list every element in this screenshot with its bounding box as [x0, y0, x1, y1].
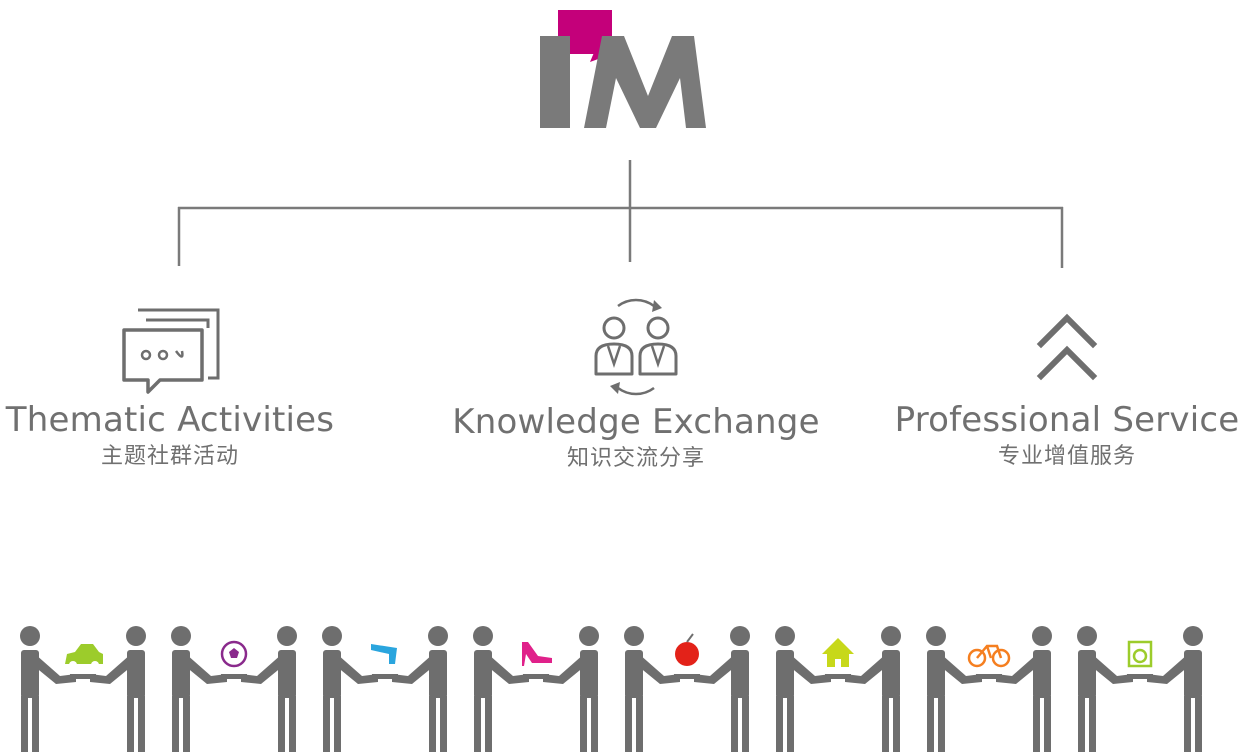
tray	[1127, 674, 1153, 679]
house-icon	[822, 638, 854, 667]
person-figure-icon	[543, 626, 599, 752]
exchange-pair	[926, 626, 1052, 752]
exchange-pair	[624, 626, 750, 752]
person-figure-icon	[624, 626, 680, 752]
hierarchy-connectors	[177, 160, 1064, 268]
person-figure-icon	[171, 626, 227, 752]
person-figure-icon	[473, 626, 529, 752]
pillar-title: Thematic Activities	[5, 400, 335, 440]
apple-icon	[675, 633, 699, 666]
people-exchange-icon	[594, 298, 678, 396]
person-figure-icon	[20, 626, 76, 752]
pillar-title: Knowledge Exchange	[452, 402, 820, 442]
bicycle-icon	[967, 644, 1011, 668]
person-figure-icon	[775, 626, 831, 752]
tray	[70, 674, 96, 679]
logo-letter-m	[584, 36, 706, 128]
pillar-thematic-activities: Thematic Activities 主题社群活动	[0, 300, 380, 472]
im-logo	[540, 10, 706, 128]
pillar-knowledge-exchange: Knowledge Exchange 知识交流分享	[426, 290, 846, 474]
person-figure-icon	[322, 626, 378, 752]
pillar-subtitle: 专业增值服务	[997, 444, 1136, 469]
person-figure-icon	[1077, 626, 1133, 752]
person-figure-icon	[845, 626, 901, 752]
person-figure-icon	[996, 626, 1052, 752]
people-exchange-row	[20, 626, 1247, 752]
exchange-pair	[20, 626, 146, 752]
high-heel-icon	[522, 642, 552, 666]
chat-bubbles-icon	[122, 308, 220, 394]
person-figure-icon	[241, 626, 297, 752]
double-chevron-up-icon	[1036, 313, 1098, 381]
pillar-title: Professional Service	[894, 400, 1240, 440]
pillar-subtitle: 主题社群活动	[100, 444, 239, 469]
exchange-pair	[1077, 626, 1203, 752]
exchange-pair	[473, 626, 599, 752]
exchange-pair	[171, 626, 297, 752]
person-figure-icon	[926, 626, 982, 752]
car-icon	[65, 644, 103, 669]
person-figure-icon	[694, 626, 750, 752]
person-figure-icon	[392, 626, 448, 752]
exchange-pair	[775, 626, 901, 752]
tray	[523, 674, 549, 679]
tray	[221, 674, 247, 679]
pillar-professional-service: Professional Service 专业增值服务	[857, 298, 1247, 472]
person-figure-icon	[1147, 626, 1203, 752]
tray	[825, 674, 851, 679]
pillar-subtitle: 知识交流分享	[566, 446, 705, 471]
soccer-ball-icon	[220, 640, 248, 668]
tray	[976, 674, 1002, 679]
tray	[372, 674, 398, 679]
person-figure-icon	[90, 626, 146, 752]
logo-letter-i	[540, 36, 570, 128]
tray	[674, 674, 700, 679]
washing-machine-icon	[1127, 640, 1153, 668]
boomerang-icon	[371, 644, 397, 664]
exchange-pair	[322, 626, 448, 752]
